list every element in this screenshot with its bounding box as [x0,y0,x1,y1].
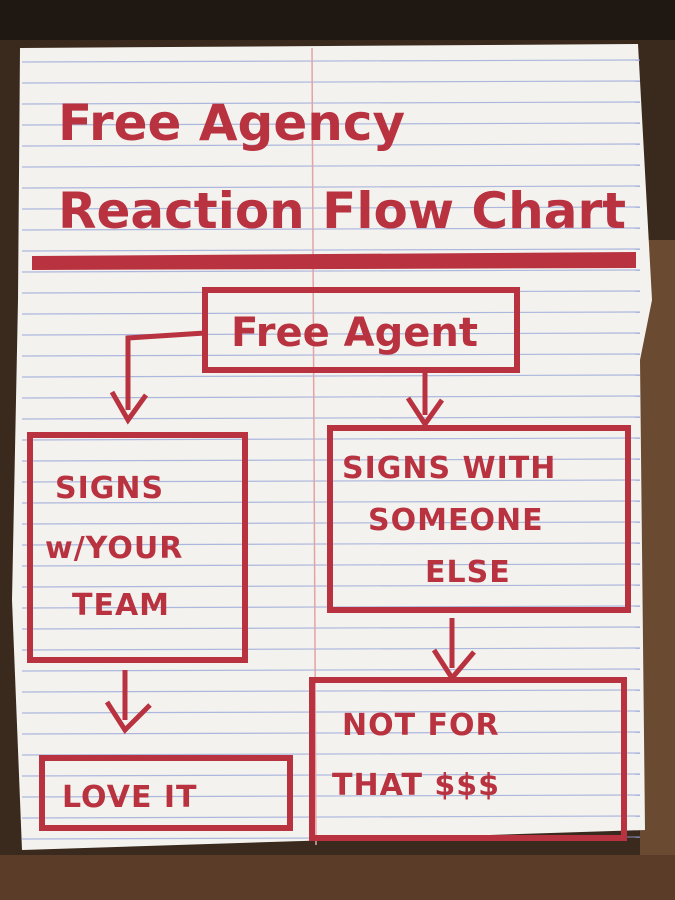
ruled-line [21,794,641,798]
node-not-for-that-line-1: NOT FOR [342,708,500,743]
node-not-for-that: NOT FOR THAT $$$ [309,677,627,841]
node-free-agent-label: Free Agent [231,310,478,356]
node-signs-someone-else: SIGNS WITH SOMEONE ELSE [327,425,631,613]
ruled-line [21,647,641,651]
ruled-line [21,248,641,252]
title-line-2: Reaction Flow Chart [58,182,626,240]
ruled-lines [21,59,641,840]
ruled-line [21,59,641,63]
node-free-agent-box [202,287,520,373]
margin-line [311,47,317,846]
table-wood-bottom [0,855,675,900]
node-free-agent: Free Agent [202,287,520,373]
node-signs-your-team-line-2: w/YOUR [45,531,183,566]
node-signs-someone-else-line-1: SIGNS WITH [342,451,556,486]
ruled-line [21,185,641,189]
node-signs-your-team-box [27,432,248,663]
table-wood-right [640,240,675,900]
ruled-line [21,773,641,777]
ruled-line [21,143,641,147]
node-love-it-box [39,755,293,831]
node-signs-someone-else-line-3: ELSE [425,555,511,590]
ruled-line [21,101,641,105]
node-love-it-label: LOVE IT [62,780,198,815]
ruled-line [21,395,641,399]
node-not-for-that-line-2: THAT $$$ [332,768,500,803]
ruled-line [21,626,641,630]
arrow-to-someone-else [405,396,445,429]
ruled-line [21,374,641,378]
ruled-line [21,353,641,357]
connector-to-your-team [125,330,206,410]
title-underline [32,252,636,270]
ruled-line [21,122,641,126]
node-signs-your-team: SIGNS w/YOUR TEAM [27,432,248,663]
arrow-to-love-it [104,700,152,734]
node-not-for-that-box [309,677,627,841]
ruled-line [21,731,641,735]
ruled-line [21,815,641,819]
node-signs-someone-else-box [327,425,631,613]
ruled-line [21,752,641,756]
arrow-to-your-team [109,390,149,425]
table-shadow-top [0,0,675,40]
title-line-1: Free Agency [58,94,405,152]
ruled-line [21,227,641,231]
ruled-line [21,332,641,336]
ruled-line [21,311,641,315]
ruled-line [21,164,641,168]
ruled-line [21,269,641,273]
node-signs-someone-else-line-2: SOMEONE [368,503,544,538]
ruled-line [21,206,641,210]
node-signs-your-team-line-1: SIGNS [55,471,164,506]
ruled-line [21,80,641,84]
node-signs-your-team-line-3: TEAM [72,588,170,623]
node-love-it: LOVE IT [39,755,293,831]
